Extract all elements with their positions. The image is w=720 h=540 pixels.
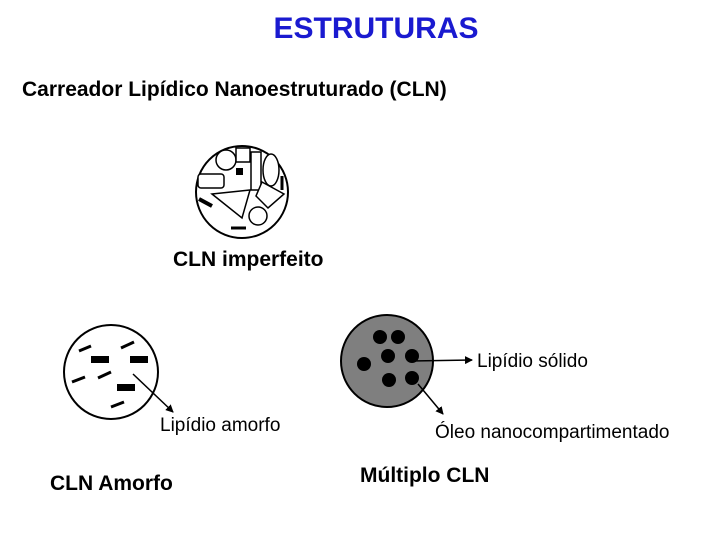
multiplo-droplet — [381, 349, 395, 363]
arrow-lipidio-amorfo — [132, 373, 174, 413]
label-lipidio-solido: Lipídio sólido — [477, 351, 588, 372]
amorfo-dash — [120, 340, 135, 350]
imperfeito-diamond — [255, 180, 286, 210]
arrow-oleo — [417, 383, 444, 415]
imperfeito-sphere — [215, 149, 237, 171]
cln-imperfeito-particle — [195, 145, 289, 239]
imperfeito-small-sphere — [248, 206, 268, 226]
multiplo-droplet — [405, 349, 419, 363]
imperfeito-ellipse — [262, 153, 280, 187]
imperfeito-bar — [250, 151, 262, 191]
cln-amorfo-particle — [63, 324, 159, 420]
label-oleo-nanocompartimentado: Óleo nanocompartimentado — [435, 422, 670, 443]
amorfo-block — [130, 356, 148, 363]
multiplo-droplet — [373, 330, 387, 344]
label-multiplo-cln: Múltiplo CLN — [360, 464, 490, 487]
label-lipidio-amorfo: Lipídio amorfo — [160, 415, 281, 436]
imperfeito-dot — [236, 168, 243, 175]
multiplo-droplet — [382, 373, 396, 387]
label-cln-amorfo: CLN Amorfo — [50, 472, 173, 495]
imperfeito-dash — [198, 197, 213, 208]
multiplo-droplet — [405, 371, 419, 385]
amorfo-block — [117, 384, 135, 391]
amorfo-dash — [97, 370, 112, 380]
imperfeito-triangle — [210, 189, 252, 220]
imperfeito-square — [235, 147, 251, 163]
multiplo-droplet — [357, 357, 371, 371]
subtitle: Carreador Lipídico Nanoestruturado (CLN) — [22, 78, 447, 101]
amorfo-block — [91, 356, 109, 363]
amorfo-dash — [78, 344, 92, 353]
amorfo-dash — [71, 375, 86, 384]
arrow-lipidio-solido — [410, 356, 473, 365]
label-cln-imperfeito: CLN imperfeito — [173, 248, 324, 271]
multiplo-droplet — [391, 330, 405, 344]
imperfeito-rounded-rect — [197, 173, 225, 189]
page-title: ESTRUTURAS — [273, 12, 479, 45]
amorfo-dash — [110, 400, 125, 409]
